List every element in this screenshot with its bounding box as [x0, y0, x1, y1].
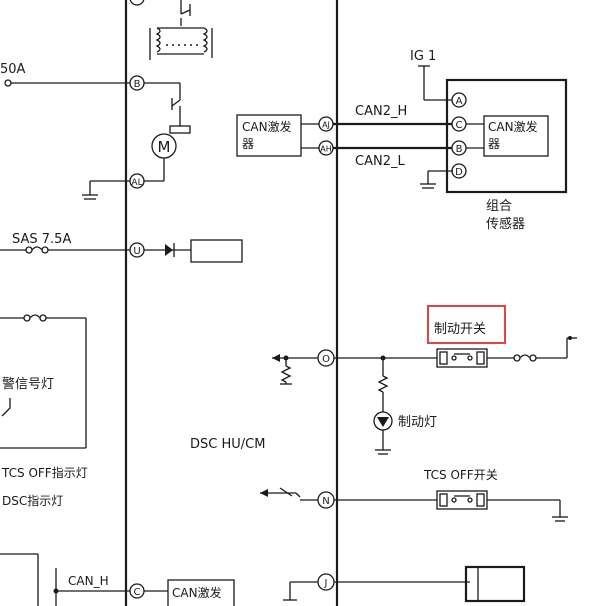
combo-sensor-label-1: 组合 — [486, 199, 512, 214]
svg-text:AJ: AJ — [322, 121, 330, 130]
svg-text:C: C — [134, 587, 141, 598]
svg-text:器: 器 — [242, 137, 254, 151]
svg-text:B: B — [456, 144, 463, 155]
brake-lamp — [373, 411, 393, 431]
svg-text:A: A — [456, 96, 463, 107]
svg-text:N: N — [322, 496, 329, 507]
svg-text:CAN激发: CAN激发 — [242, 119, 292, 134]
j-load-box — [464, 565, 526, 603]
can-h-lower-label: CAN_H — [68, 574, 109, 588]
module-label: DSC HU/CM — [190, 437, 265, 452]
diode — [165, 243, 175, 257]
sensor-terminal-A: A — [451, 92, 467, 108]
sensor-terminal-D: D — [451, 163, 467, 179]
can2-h-label: CAN2_H — [355, 104, 407, 119]
combo-sensor-label-2: 传感器 — [486, 216, 525, 232]
warning-lamp-label: 警信号灯 — [2, 376, 54, 392]
terminal-AH: AH — [318, 140, 334, 156]
svg-text:CAN激发: CAN激发 — [488, 119, 538, 134]
fuse-50a-label: 50A — [0, 62, 26, 77]
can-transceiver-right: CAN激发 器 — [483, 115, 549, 157]
svg-text:AL: AL — [131, 178, 142, 188]
terminal-C-lower: C — [129, 583, 145, 599]
tcs-indicator-label: TCS OFF指示灯 — [1, 465, 88, 480]
sensor-terminal-C: C — [451, 116, 467, 132]
tcs-switch-label: TCS OFF开关 — [423, 468, 498, 482]
terminal-O: O — [317, 349, 335, 367]
svg-text:器: 器 — [488, 137, 500, 151]
combo-sensor-box — [445, 78, 568, 194]
ground-al — [82, 194, 98, 200]
pump-motor: M — [151, 125, 191, 181]
terminal-J: J — [317, 573, 335, 591]
sensor-terminal-B: B — [451, 140, 467, 156]
terminal-B: B — [129, 75, 145, 91]
terminal-U: U — [129, 242, 145, 258]
svg-text:D: D — [455, 167, 463, 178]
brake-lamp-label: 制动灯 — [398, 415, 437, 430]
can2-l-label: CAN2_L — [355, 154, 405, 169]
tcs-switch — [436, 490, 488, 510]
svg-text:M: M — [158, 138, 171, 156]
relay-coil — [149, 0, 213, 60]
brake-switch-label: 制动开关 — [434, 322, 486, 337]
brake-switch-highlight — [427, 305, 506, 344]
terminal-AJ: AJ — [318, 116, 334, 132]
svg-text:C: C — [456, 120, 463, 131]
can-transceiver-left: CAN激发 器 — [236, 114, 302, 157]
ig1-label: IG 1 — [410, 49, 436, 64]
fuse-sas — [25, 246, 49, 254]
brake-switch — [436, 348, 488, 368]
fuse-sas-label: SAS 7.5A — [12, 232, 71, 247]
terminal-N: N — [317, 491, 335, 509]
svg-text:J: J — [324, 578, 328, 589]
can-transceiver-bottom: CAN激发 — [172, 585, 222, 600]
svg-text:AH: AH — [320, 145, 332, 154]
terminal-AL: AL — [129, 173, 145, 189]
svg-text:B: B — [134, 79, 141, 90]
svg-text:O: O — [322, 354, 330, 365]
dsc-indicator-label: DSC指示灯 — [2, 493, 63, 508]
load-box — [190, 239, 243, 263]
svg-text:U: U — [133, 246, 140, 257]
